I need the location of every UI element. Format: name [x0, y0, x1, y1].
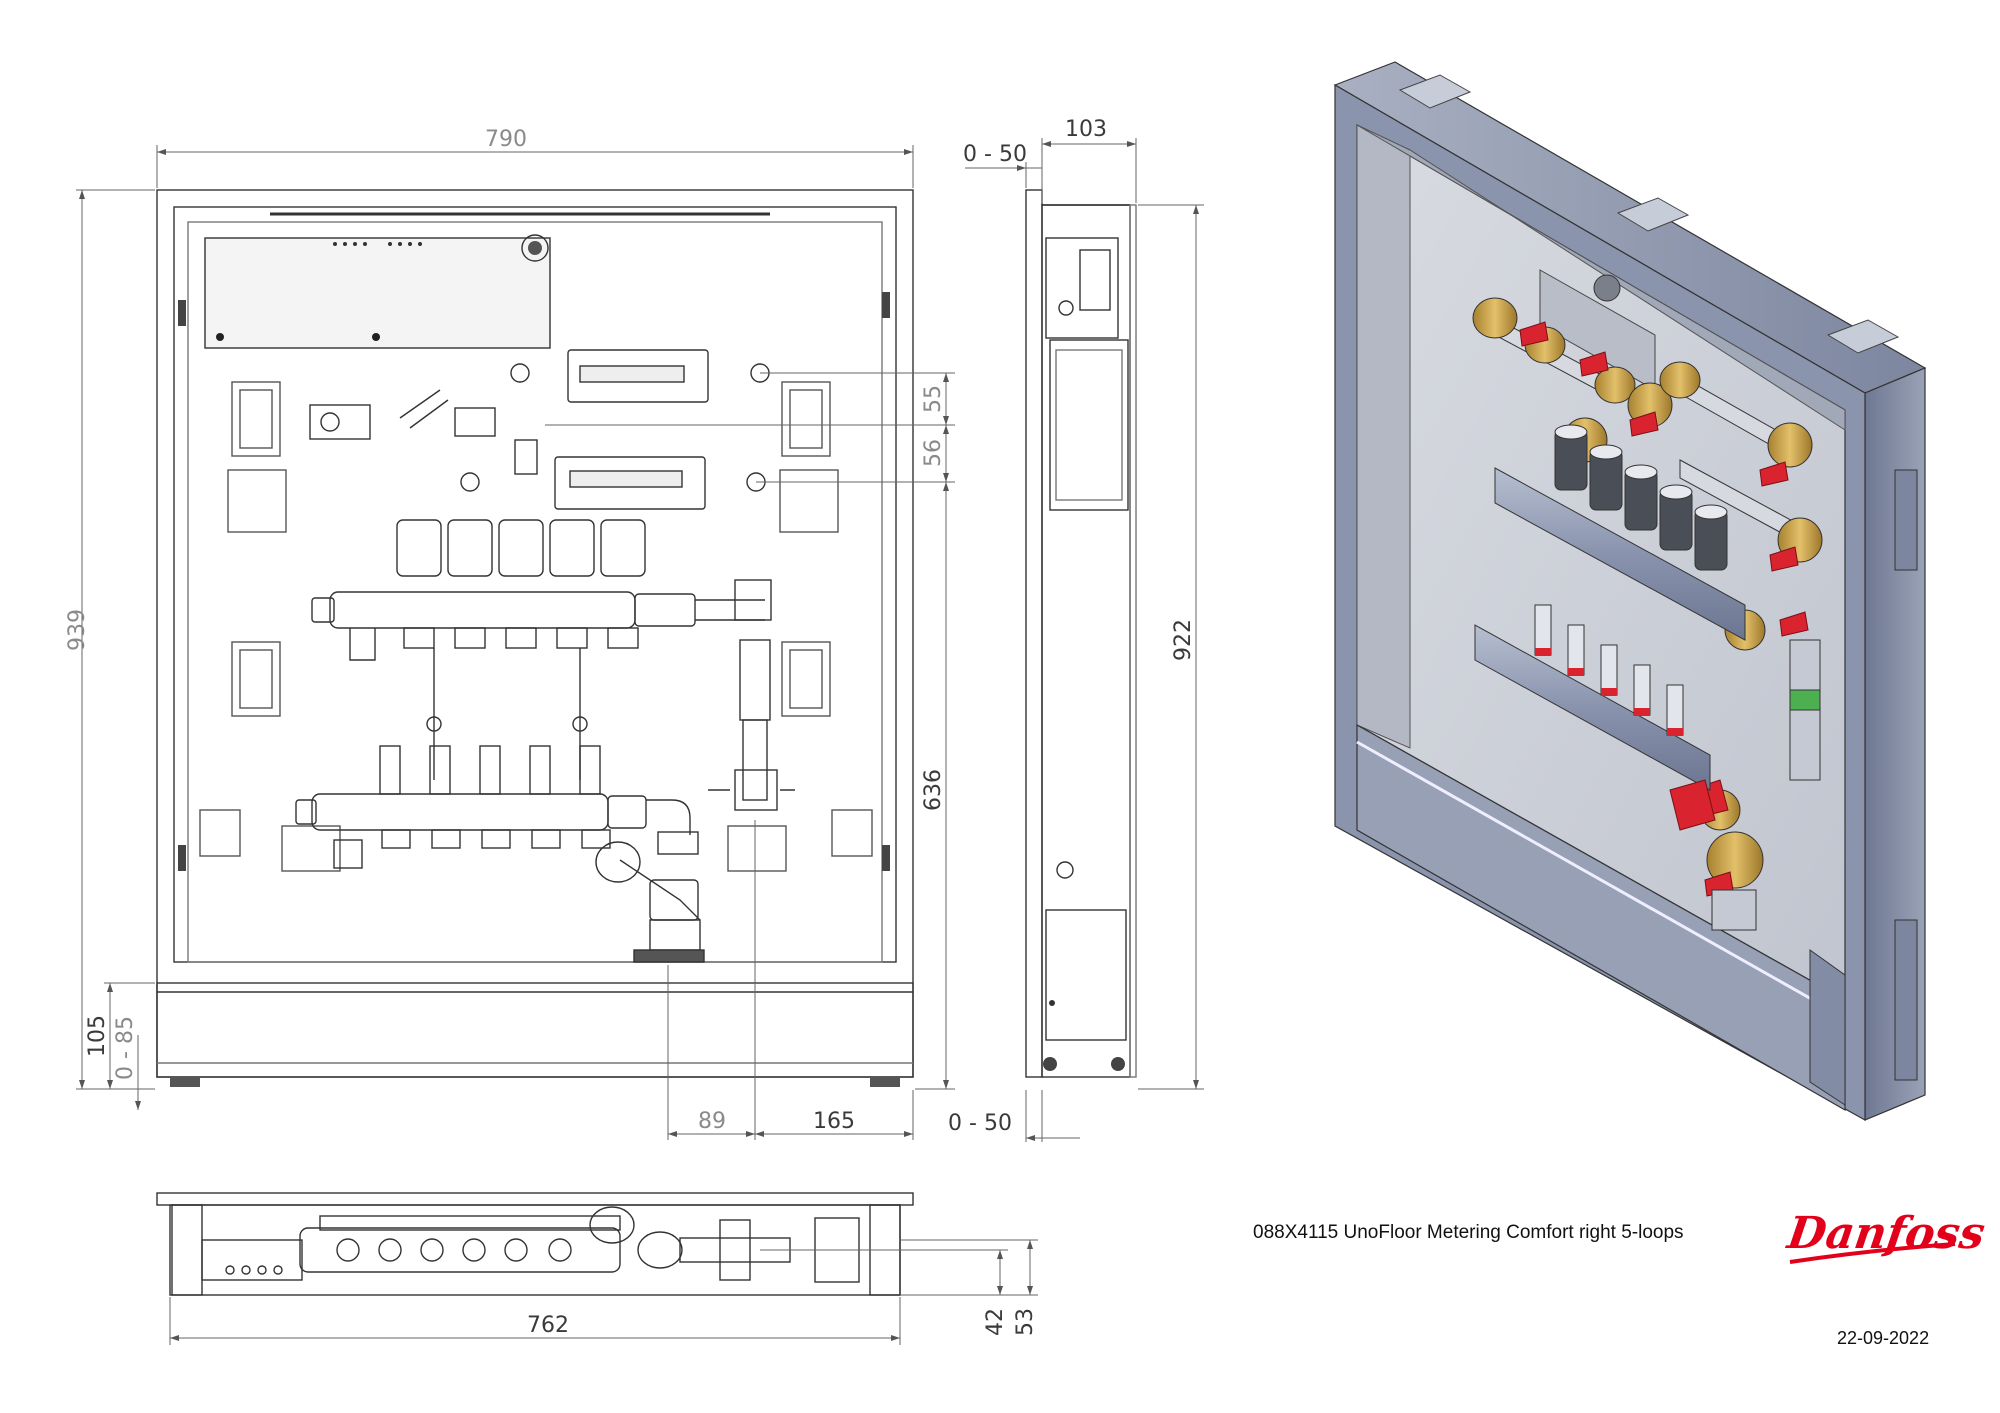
manifold-supply [311, 519, 696, 661]
iso-manifold-return [1474, 624, 1711, 791]
front-view [156, 189, 914, 1087]
dim-adjust-bottom-0-50: 0 - 50 [948, 1111, 1012, 1136]
front-dimensions [76, 145, 955, 1140]
dim-spacing-56: 56 [921, 439, 946, 467]
dim-depth-103: 103 [1065, 117, 1107, 142]
side-view [1025, 189, 1137, 1078]
top-view [156, 1192, 914, 1296]
dim-base-105: 105 [85, 1015, 110, 1057]
drawing-date: 22-09-2022 [1837, 1328, 1930, 1348]
dim-adjust-0-85: 0 - 85 [113, 1016, 138, 1080]
dim-depth-53: 53 [1013, 1308, 1038, 1336]
dim-offset-165: 165 [813, 1109, 855, 1134]
logo-swash [1789, 1242, 1956, 1264]
control-box [204, 237, 551, 349]
meter-lower [554, 456, 706, 510]
dim-height-939: 939 [65, 609, 90, 651]
dim-depth-42: 42 [983, 1308, 1008, 1336]
dim-height-922: 922 [1171, 619, 1196, 661]
side-dimensions [965, 138, 1204, 1142]
iso-manifold-supply [1494, 467, 1746, 641]
dim-height-636: 636 [921, 769, 946, 811]
isometric-view [1333, 61, 1927, 1122]
dim-spacing-55: 55 [921, 385, 946, 413]
meter-upper [567, 349, 709, 403]
manifold-return [295, 745, 647, 869]
return-pipe [695, 579, 795, 811]
danfoss-logo: Danfoss [1784, 1208, 1989, 1259]
dim-width-790: 790 [485, 127, 527, 152]
dim-width-762: 762 [527, 1313, 569, 1338]
cabinet-back [187, 221, 883, 963]
elbow-fitting [646, 799, 691, 835]
top-dimensions [169, 1239, 1038, 1345]
drawing-caption: 088X4115 UnoFloor Metering Comfort right… [1253, 1222, 1684, 1243]
dim-offset-89: 89 [698, 1109, 726, 1134]
cabinet-plinth [156, 982, 914, 1078]
dim-adjust-top-0-50: 0 - 50 [963, 142, 1027, 167]
